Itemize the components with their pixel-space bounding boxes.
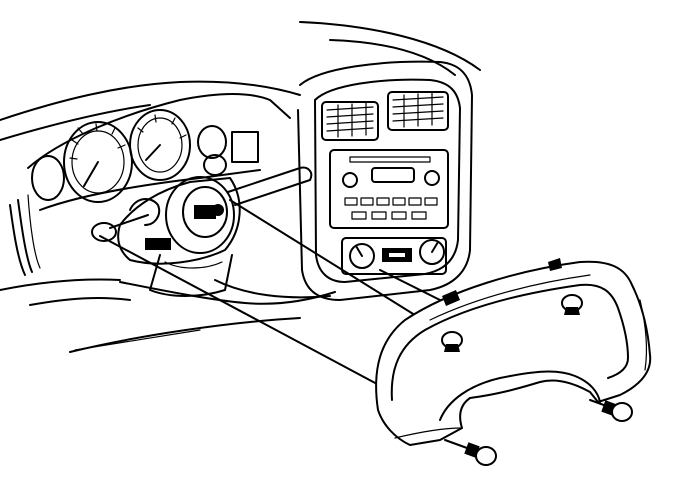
cluster-hood xyxy=(27,93,291,169)
temperature-knob xyxy=(349,243,375,269)
wiper-stalk xyxy=(109,214,149,229)
radio-knob-right xyxy=(424,170,440,186)
leader-line-left xyxy=(99,235,393,393)
temperature-gauge xyxy=(203,154,227,176)
clip-fastener-top xyxy=(442,290,460,306)
leader-line-vent xyxy=(379,269,441,301)
radio-preset-buttons xyxy=(344,197,438,220)
dash-top-edge xyxy=(299,21,481,71)
tachometer-needle xyxy=(83,161,99,187)
bezel-right-edge xyxy=(639,299,647,371)
column-shroud xyxy=(117,177,241,265)
center-stack-outer xyxy=(297,60,473,301)
bezel-top-ridge xyxy=(429,274,591,321)
cd-slot xyxy=(349,156,431,163)
center-stack-inner xyxy=(314,78,461,283)
clip-fastener-left xyxy=(441,331,463,352)
steering-shaft-center xyxy=(212,204,224,216)
left-side-panel xyxy=(9,204,26,276)
screw-right xyxy=(589,399,633,422)
speedometer-needle xyxy=(145,144,161,161)
leader-line-lower xyxy=(74,329,201,351)
steering-hub-inner xyxy=(182,186,228,238)
clip-fastener-top-right xyxy=(548,258,562,271)
left-side-panel-3 xyxy=(27,194,41,269)
knee-panel-edge xyxy=(119,281,336,305)
dashboard xyxy=(0,21,481,353)
speedometer-gauge xyxy=(129,109,191,181)
radio-unit xyxy=(329,149,449,229)
dash-left-top-contour xyxy=(0,80,301,121)
wiper-stalk-tip xyxy=(91,222,117,242)
steering-column-body xyxy=(149,254,233,297)
speedometer-inner-ring xyxy=(137,117,183,173)
radio-knob-left xyxy=(342,172,358,188)
steering-column xyxy=(91,166,331,299)
fan-switch-slot xyxy=(387,251,407,259)
gauge-tick-marks xyxy=(69,114,187,160)
dash-left-top-contour-2 xyxy=(0,104,151,141)
fuel-gauge xyxy=(197,125,227,159)
dash-lower-edge xyxy=(0,278,121,291)
center-stack xyxy=(297,60,473,301)
tachometer-gauge xyxy=(63,121,133,203)
air-vent-right xyxy=(387,91,449,131)
air-vent-left xyxy=(321,101,379,141)
mode-knob xyxy=(419,239,445,265)
column-bracket xyxy=(164,261,223,269)
warning-light-panel xyxy=(231,131,259,163)
dash-lower-edge-2 xyxy=(29,296,131,306)
climate-controls xyxy=(341,237,447,275)
small-left-gauge xyxy=(31,155,65,201)
instrument-cluster-bezel xyxy=(375,258,652,446)
column-clamp xyxy=(145,238,171,250)
mode-knob-indicator xyxy=(431,241,439,253)
climate-panel xyxy=(341,237,447,275)
lower-column-trim xyxy=(214,279,331,299)
air-vents xyxy=(321,91,449,141)
cassette-slot xyxy=(371,167,415,183)
clip-fastener-right xyxy=(561,294,583,315)
screw-lower xyxy=(444,439,497,466)
bezel-lower-lip xyxy=(394,427,463,439)
dash-bottom-curve xyxy=(69,317,301,353)
turn-signal-stalk xyxy=(227,166,313,206)
steering-hub xyxy=(165,176,235,254)
temperature-knob-indicator xyxy=(355,245,363,257)
bezel-inner-opening xyxy=(390,283,629,401)
dash-top-edge-inner xyxy=(329,39,456,76)
left-side-panel-2 xyxy=(17,199,33,273)
tachometer-inner-ring xyxy=(71,130,125,194)
steering-shaft-nut xyxy=(194,205,216,219)
radio-faceplate xyxy=(329,149,449,229)
ignition-switch xyxy=(129,198,161,226)
bezel-center-arch xyxy=(439,370,601,421)
